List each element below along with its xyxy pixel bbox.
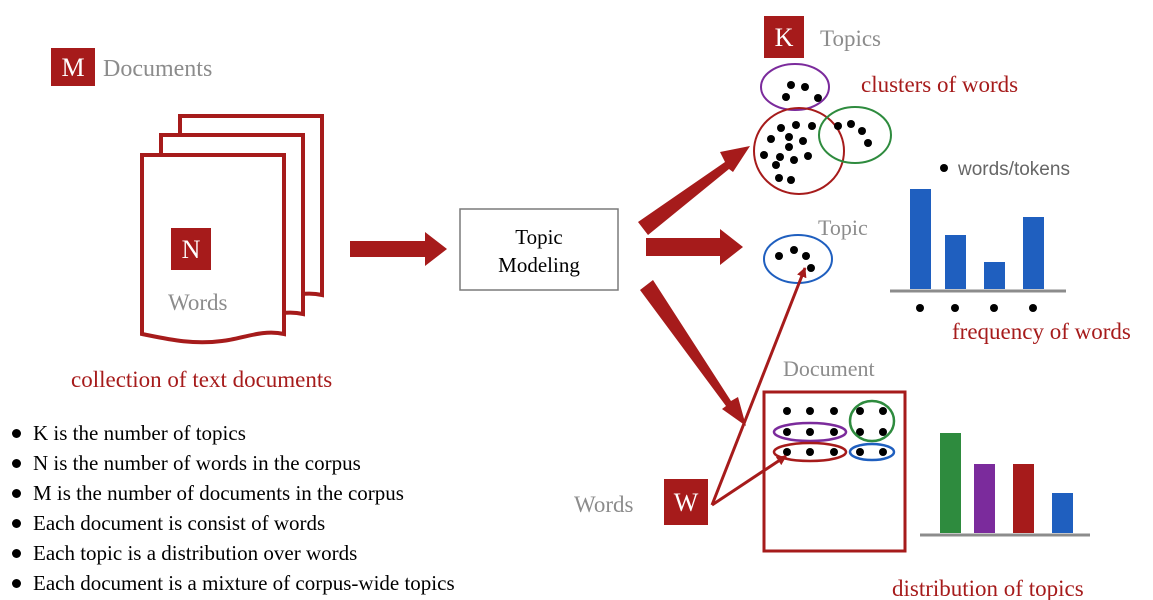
document-topic-red	[772, 441, 848, 463]
topic-modeling-line1: Topic	[515, 225, 563, 249]
outgoing-arrows	[638, 146, 750, 426]
topic-modeling-line2: Modeling	[498, 253, 580, 277]
topic-label: Topic	[818, 215, 868, 240]
frequency-bar-1	[910, 189, 931, 289]
green-cluster	[818, 106, 892, 164]
word-clusters	[753, 63, 892, 195]
definition-item: Each topic is a distribution over words	[12, 538, 455, 568]
document-topic-purple	[772, 421, 848, 443]
bullet-dot	[12, 428, 21, 438]
definition-list: K is the number of topics N is the numbe…	[12, 418, 455, 598]
documents-label: Documents	[103, 56, 212, 82]
document-label: Document	[783, 356, 875, 381]
distribution-bars	[940, 433, 1073, 533]
definition-text: N is the number of words in the corpus	[33, 451, 361, 475]
k-badge	[764, 16, 804, 58]
w-words-label: Words	[574, 492, 634, 517]
bullet-dot	[12, 458, 21, 468]
bullet-dot	[12, 488, 21, 498]
definition-text: Each document is consist of words	[33, 511, 326, 535]
definition-text: K is the number of topics	[33, 421, 246, 445]
w-badge-letter: W	[674, 488, 699, 517]
document-stack-icon	[140, 114, 324, 345]
bullet-dot	[12, 548, 21, 558]
n-badge	[171, 228, 211, 270]
n-badge-letter: N	[182, 235, 201, 264]
topic-modeling-box	[459, 208, 619, 291]
pointer-to-document	[711, 454, 787, 507]
bullet-dot	[12, 518, 21, 528]
frequency-label: frequency of words	[952, 319, 1131, 344]
frequency-bars	[910, 189, 1044, 289]
definition-item: Each document is a mixture of corpus-wid…	[12, 568, 455, 598]
definition-item: K is the number of topics	[12, 418, 455, 448]
document-box	[762, 390, 907, 553]
legend-dot	[940, 164, 948, 172]
definition-item: M is the number of documents in the corp…	[12, 478, 455, 508]
arrow-to-topic	[646, 229, 743, 265]
words-label: Words	[168, 290, 228, 315]
document-topic-blue	[848, 442, 896, 462]
m-badge-letter: M	[61, 53, 84, 82]
arrow-to-topics	[638, 146, 750, 235]
w-badge	[664, 479, 708, 525]
arrow-to-document	[640, 280, 746, 426]
bullet-dot	[12, 578, 21, 588]
definition-text: M is the number of documents in the corp…	[33, 481, 404, 505]
frequency-token-dots	[916, 304, 1037, 312]
definition-item: N is the number of words in the corpus	[12, 448, 455, 478]
topic-cluster	[763, 234, 833, 284]
document-word-dots	[783, 407, 887, 456]
red-cluster	[753, 107, 845, 195]
distribution-bar-1	[940, 433, 961, 533]
cluster-dots	[760, 81, 872, 184]
purple-cluster	[760, 63, 830, 111]
distribution-bar-2	[974, 464, 995, 533]
clusters-label: clusters of words	[861, 72, 1018, 97]
k-badge-letter: K	[775, 23, 794, 52]
collection-caption: collection of text documents	[71, 367, 332, 392]
distribution-bar-4	[1052, 493, 1073, 533]
distribution-label: distribution of topics	[892, 576, 1084, 600]
arrow-to-topic-modeling	[350, 232, 447, 266]
definition-text: Each topic is a distribution over words	[33, 541, 358, 565]
distribution-bar-3	[1013, 464, 1034, 533]
definition-item: Each document is consist of words	[12, 508, 455, 538]
frequency-bar-4	[1023, 217, 1044, 289]
frequency-bar-2	[945, 235, 966, 289]
m-badge	[51, 48, 95, 86]
legend-tokens-label: words/tokens	[957, 159, 1070, 180]
topics-label: Topics	[820, 26, 881, 51]
topic-dots	[775, 246, 815, 272]
document-topic-green	[848, 399, 896, 443]
frequency-bar-3	[984, 262, 1005, 289]
definition-text: Each document is a mixture of corpus-wid…	[33, 571, 455, 595]
pointer-to-topic	[710, 267, 807, 506]
